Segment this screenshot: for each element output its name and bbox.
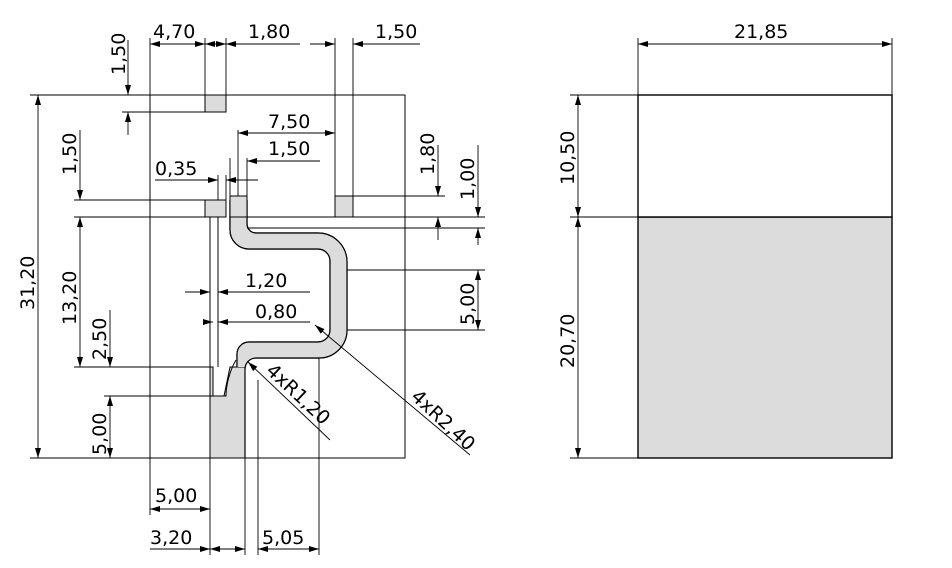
feed-strip — [209, 215, 237, 397]
dim-taper-height: 2,50 — [89, 318, 111, 360]
dim-feed-width: 3,20 — [150, 527, 192, 549]
left-substrate-outline — [149, 94, 406, 459]
dim-top-slot-width: 1,80 — [248, 21, 290, 43]
dim-bottom-offset: 5,00 — [155, 485, 197, 507]
dim-right-slot-depth: 1,00 — [457, 158, 479, 200]
right-vertical-dims — [247, 145, 485, 331]
dim-stub-width: 1,50 — [268, 138, 310, 160]
dim-top-slot-offset: 4,70 — [153, 21, 195, 43]
dim-upper-height: 10,50 — [557, 131, 579, 185]
dim-bottom-height: 5,00 — [89, 413, 111, 455]
dim-right-slot-width: 1,50 — [375, 21, 417, 43]
dim-vertical-segment: 5,00 — [457, 283, 479, 325]
dim-gap: 0,35 — [155, 158, 197, 180]
bottom-dims — [149, 358, 320, 555]
top-slot — [204, 94, 227, 113]
dim-inner-radius: 4xR1,20 — [262, 360, 335, 430]
right-view-dims — [570, 38, 893, 459]
right-upper-region — [637, 94, 893, 218]
dim-slot-height-left: 1,50 — [59, 133, 81, 175]
dim-outer-radius: 4xR2,40 — [407, 386, 480, 456]
meander-fill — [230, 200, 347, 369]
stub-dims — [155, 130, 335, 200]
right-lower-region — [637, 216, 893, 459]
line-width-dims — [185, 285, 310, 330]
right-slot — [334, 195, 354, 218]
dim-gap-width: 0,80 — [255, 301, 297, 323]
dim-feed-length: 13,20 — [59, 271, 81, 325]
dim-lower-height: 20,70 — [557, 314, 579, 368]
dim-line-width: 1,20 — [245, 270, 287, 292]
left-stub — [204, 199, 227, 218]
top-dimensions — [149, 38, 420, 196]
radius-leaders — [247, 324, 471, 456]
top-slot-height-dim — [122, 40, 205, 135]
dim-overall-height: 31,20 — [17, 256, 39, 310]
right-stub — [229, 195, 248, 218]
left-view: 4,70 1,80 1,50 1,50 7,50 1,50 0,35 — [17, 21, 485, 555]
left-vertical-dims — [30, 94, 213, 459]
dim-right-width: 21,85 — [734, 21, 788, 43]
dim-top-slot-height: 1,50 — [108, 33, 130, 75]
right-view: 21,85 10,50 20,70 — [557, 21, 893, 459]
dim-arm-offset: 5,05 — [262, 527, 304, 549]
dim-right-slot-height: 1,80 — [417, 133, 439, 175]
dim-stub-spacing: 7,50 — [268, 111, 310, 133]
